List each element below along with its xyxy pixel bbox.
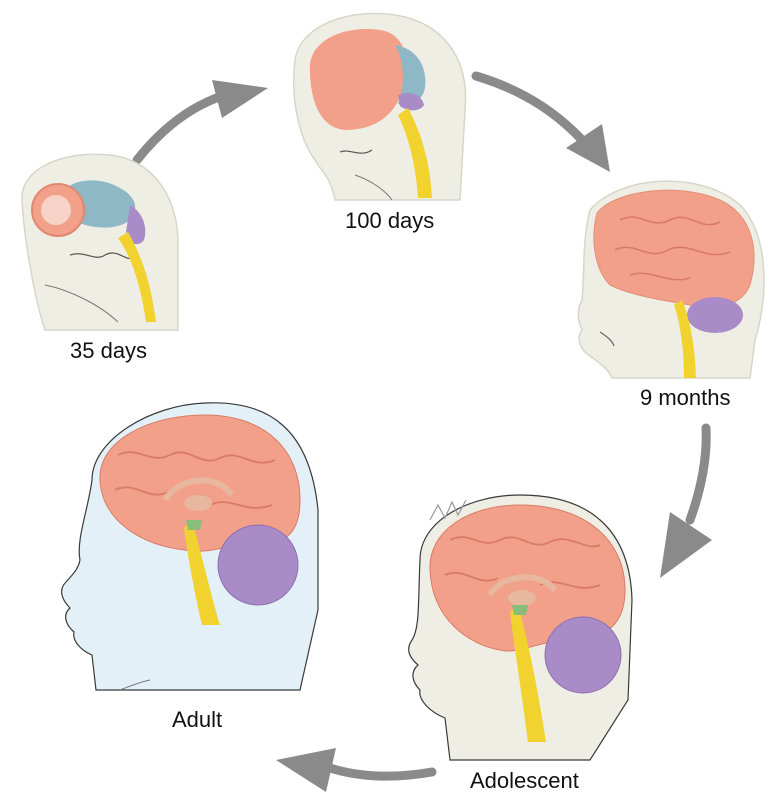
stage-label-adult: Adult: [172, 707, 222, 733]
adolescent-head: [409, 495, 632, 760]
stage-label-adolescent: Adolescent: [470, 768, 579, 794]
infant-9-months: [578, 181, 764, 378]
cycle-arrow-icon: [212, 80, 268, 118]
stage-label-100-days: 100 days: [345, 208, 434, 234]
stage-label-35-days: 35 days: [70, 338, 147, 364]
adult-head: [62, 403, 318, 690]
cycle-arrow-icon: [276, 748, 336, 792]
cycle-arrow-4: [276, 748, 432, 792]
cycle-arrow-2: [476, 76, 610, 172]
fetus-100-days: [294, 13, 466, 200]
embryo-35-days: [22, 154, 178, 330]
cycle-arrow-3: [660, 428, 712, 578]
cycle-arrow-1: [137, 80, 268, 160]
stage-label-9-months: 9 months: [640, 385, 731, 411]
